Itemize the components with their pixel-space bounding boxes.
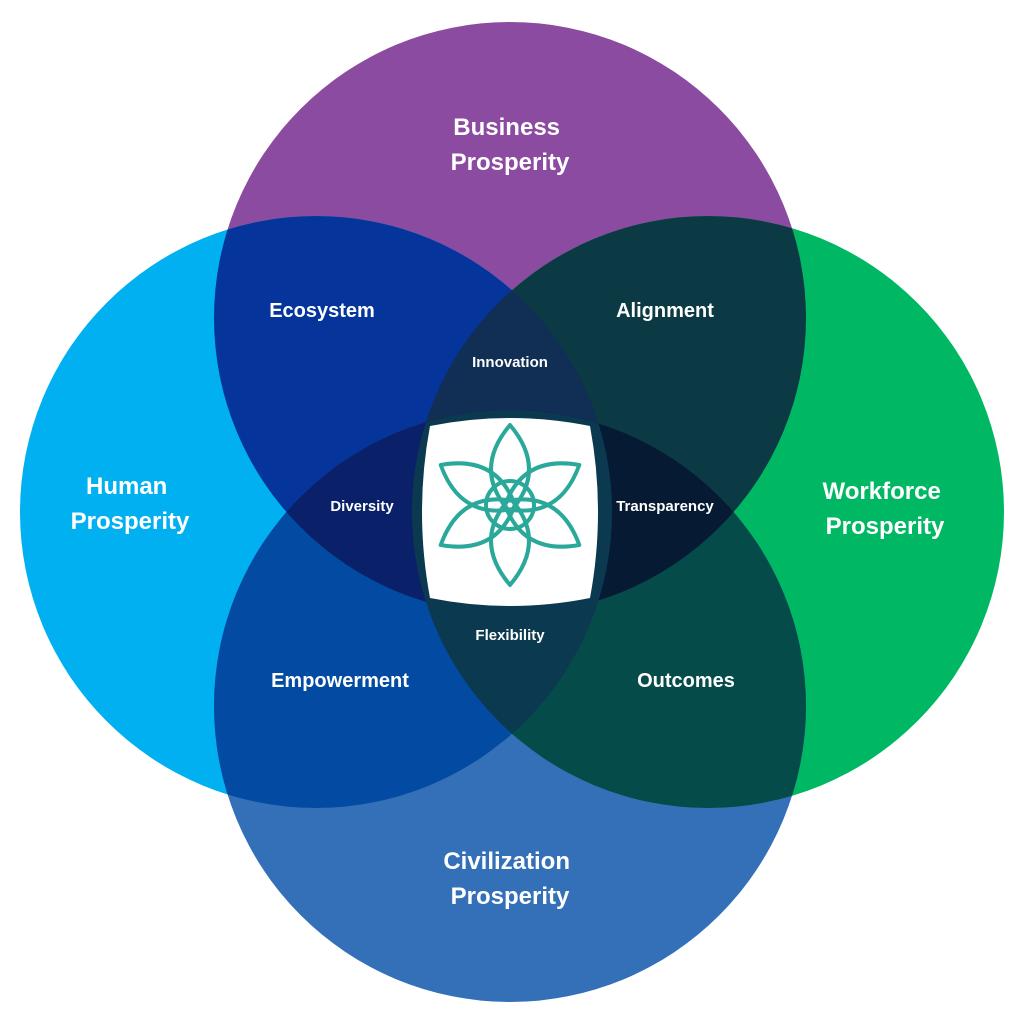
workforce-prosperity-label: Workforce Prosperity [823,478,948,540]
lotus-icon [438,423,582,587]
human-prosperity-label: Human Prosperity [71,473,190,535]
workforce-label-line2: Prosperity [826,513,945,540]
flexibility-region [412,410,612,808]
business-label-line1: Business [453,114,560,141]
civilization-label-line2: Prosperity [451,883,570,910]
workforce-label-line1: Workforce [823,478,941,505]
diversity-label: Diversity [330,498,394,515]
diversity-region [214,410,612,614]
civilization-label-line1: Civilization [443,848,570,875]
flexibility-label: Flexibility [475,627,545,644]
transparency-label: Transparency [616,498,714,515]
transparency-region [412,410,806,614]
human-label-line1: Human [86,473,167,500]
ecosystem-label: Ecosystem [269,300,375,322]
business-label-line2: Prosperity [451,149,570,176]
civilization-prosperity-label: Civilization Prosperity [443,848,576,910]
innovation-label: Innovation [472,354,548,371]
innovation-region [412,216,612,614]
alignment-label: Alignment [616,300,714,322]
business-prosperity-label: Business Prosperity [451,114,570,176]
empowerment-label: Empowerment [271,670,409,692]
outcomes-label: Outcomes [637,670,735,692]
human-label-line2: Prosperity [71,508,190,535]
